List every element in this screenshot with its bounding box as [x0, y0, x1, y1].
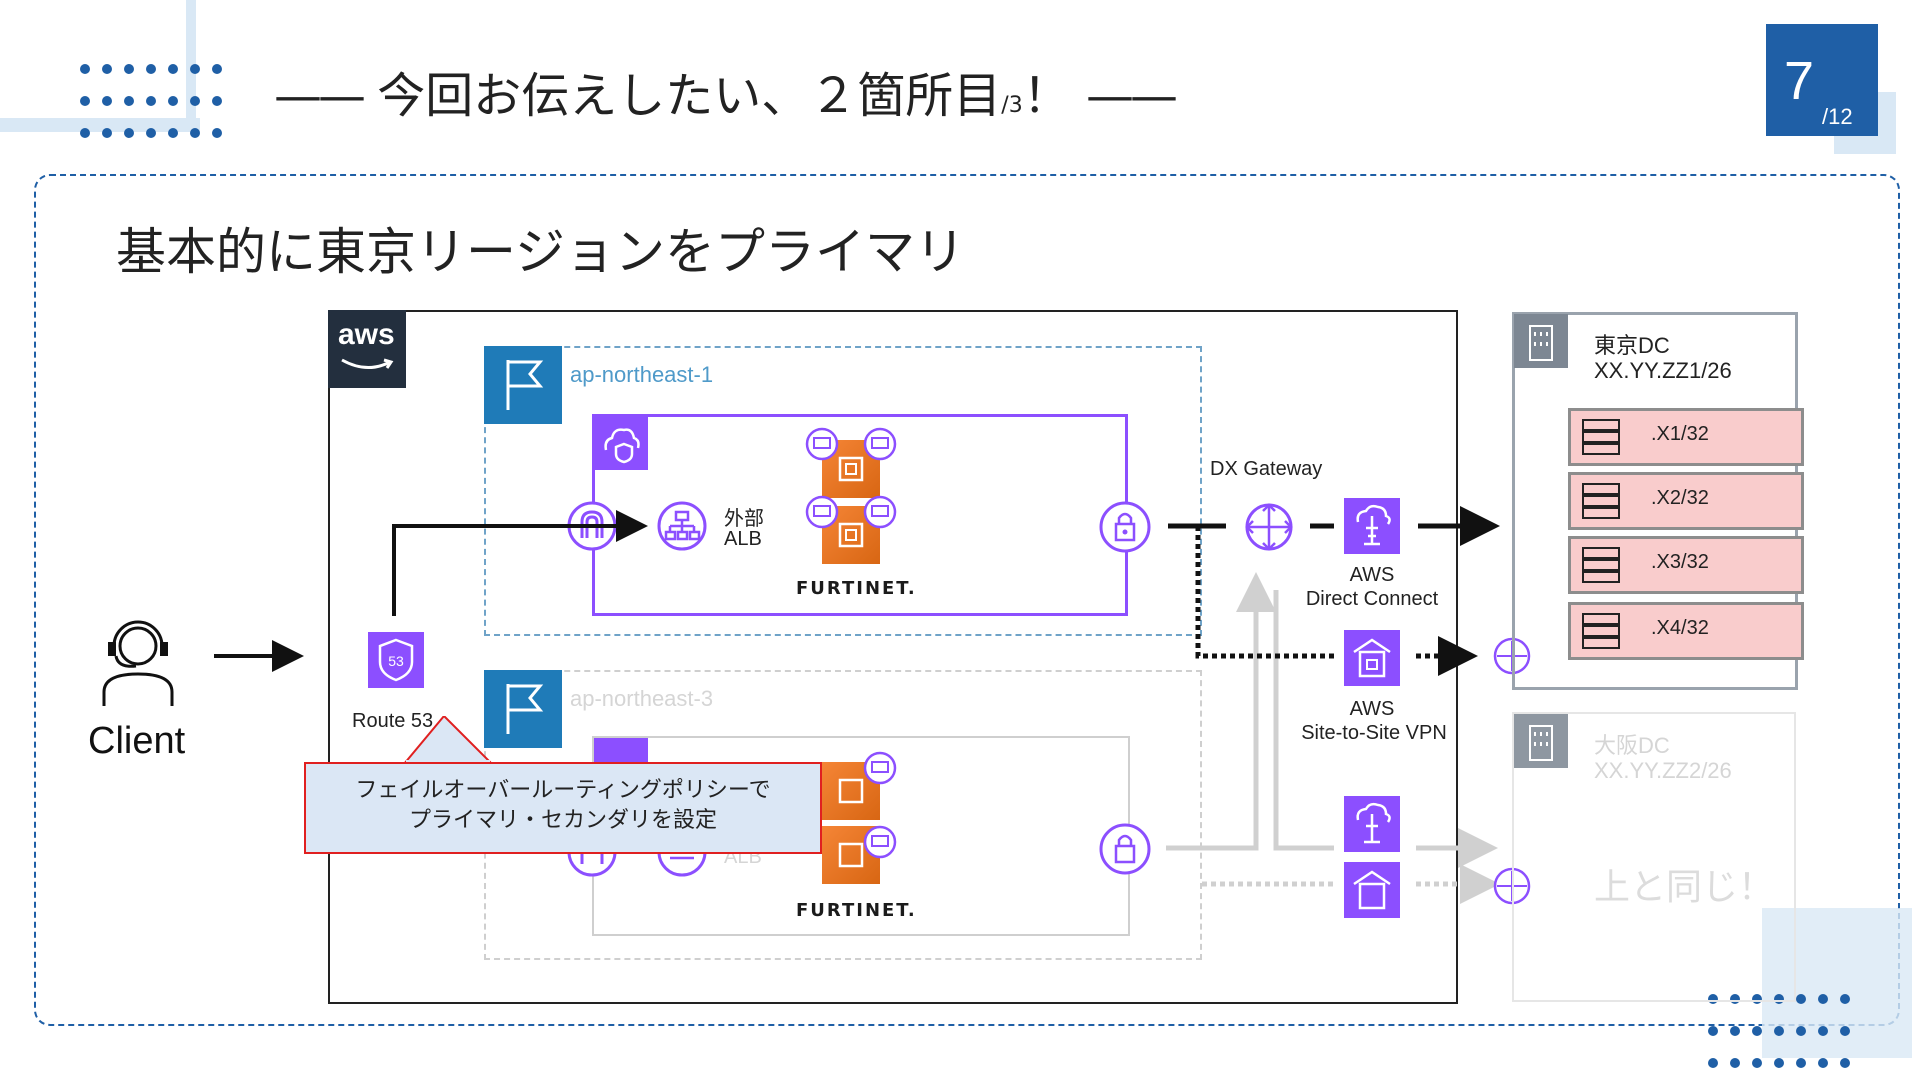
route53-label: Route 53	[352, 710, 434, 732]
page-title: —— 今回お伝えしたい、２箇所目/3！ ——	[274, 56, 1178, 126]
dx-gateway-label: DX Gateway	[1210, 458, 1323, 480]
title-left-rule: ——	[274, 68, 366, 124]
client-label: Client	[88, 720, 186, 762]
tokyo-dc-cidr: XX.YY.ZZ1/26	[1594, 358, 1732, 383]
title-right-rule: ——	[1085, 68, 1178, 124]
server-row-3: .X3/32	[1568, 536, 1804, 594]
slide-number: 7	[1784, 51, 1815, 111]
server-label-3: .X3/32	[1651, 551, 1709, 573]
tokyo-dc-name: 東京DC	[1594, 333, 1670, 358]
server-row-2: .X2/32	[1568, 472, 1804, 530]
callout-line2: プライマリ・セカンダリを設定	[408, 808, 717, 833]
building-icon-tokyo	[1514, 314, 1568, 368]
route53-icon-text: 53	[388, 653, 404, 669]
server-row-4: .X4/32	[1568, 602, 1804, 660]
aws-logo-text: aws	[338, 318, 395, 351]
server-label-2: .X2/32	[1651, 487, 1709, 509]
dx-gateway-icon	[1245, 503, 1293, 551]
eni-icon-primary-3	[805, 495, 839, 529]
direct-connect-label-line1: AWS	[1349, 564, 1395, 586]
region-label-primary: ap-northeast-1	[570, 362, 714, 387]
eni-icon-primary-1	[805, 427, 839, 461]
server-icon	[1582, 613, 1620, 649]
osaka-dc-name: 大阪DC	[1594, 733, 1670, 758]
fortinet-logo-secondary: FURTINET.	[796, 900, 917, 921]
vpn-gateway-icon-secondary	[1099, 823, 1151, 875]
slide-subtitle: 基本的に東京リージョンをプライマリ	[116, 223, 965, 281]
server-icon	[1582, 483, 1620, 519]
alb-icon-primary	[657, 501, 707, 551]
server-row-1: .X1/32	[1568, 408, 1804, 466]
alb-label-line1: 外部	[724, 508, 764, 530]
osaka-dc-note: 上と同じ！	[1594, 867, 1775, 908]
server-label-4: .X4/32	[1651, 617, 1709, 639]
title-main: 今回お伝えしたい、２箇所目	[377, 68, 1002, 124]
direct-connect-label-line2: Direct Connect	[1305, 588, 1439, 610]
fortinet-logo-primary: FURTINET.	[796, 578, 917, 599]
route53-icon: 53	[368, 632, 424, 688]
footer-decor-rect	[1762, 908, 1912, 1058]
osaka-dc-box	[1512, 712, 1796, 1002]
content-frame	[34, 174, 1900, 1026]
region-flag-icon-primary	[484, 346, 562, 424]
client-user-icon	[102, 620, 174, 706]
vpn-label-line1: AWS	[1349, 698, 1395, 720]
site-to-site-vpn-icon	[1344, 630, 1400, 686]
callout-box: フェイルオーバールーティングポリシーで プライマリ・セカンダリを設定	[304, 762, 822, 854]
slide-number-box: 7 /12	[1766, 24, 1878, 136]
ec2-instance-icon-secondary-1	[822, 762, 880, 820]
region-box-primary	[484, 346, 1202, 636]
server-label-1: .X1/32	[1651, 423, 1709, 445]
eni-icon-primary-2	[863, 427, 897, 461]
title-end: ！	[1022, 68, 1071, 124]
building-icon-osaka	[1514, 714, 1568, 768]
header-dot-grid	[80, 64, 224, 138]
server-icon	[1582, 547, 1620, 583]
aws-logo: aws	[328, 310, 406, 388]
region-label-secondary: ap-northeast-3	[570, 686, 714, 711]
callout-line1: フェイルオーバールーティングポリシーで	[355, 778, 771, 803]
site-to-site-vpn-icon-secondary	[1344, 862, 1400, 918]
slide-total: /12	[1822, 104, 1853, 129]
alb-label-line2: ALB	[724, 528, 762, 550]
vpn-label-line2: Site-to-Site VPN	[1301, 722, 1447, 744]
eni-icon-secondary-2	[863, 825, 897, 859]
aws-smile-icon	[341, 358, 394, 369]
osaka-dc-cidr: XX.YY.ZZ2/26	[1594, 758, 1732, 783]
callout-pointer	[401, 716, 495, 765]
eni-icon-secondary-1	[863, 751, 897, 785]
vpn-gateway-icon-primary	[1099, 501, 1151, 553]
direct-connect-icon-secondary	[1344, 796, 1400, 852]
footer-dot-grid	[1708, 994, 1852, 1068]
direct-connect-icon	[1344, 498, 1400, 554]
region-flag-icon-secondary	[484, 670, 562, 748]
vpc-icon-primary	[594, 416, 648, 470]
server-icon	[1582, 419, 1620, 455]
title-small: /3	[1001, 93, 1023, 118]
eni-icon-primary-4	[863, 495, 897, 529]
